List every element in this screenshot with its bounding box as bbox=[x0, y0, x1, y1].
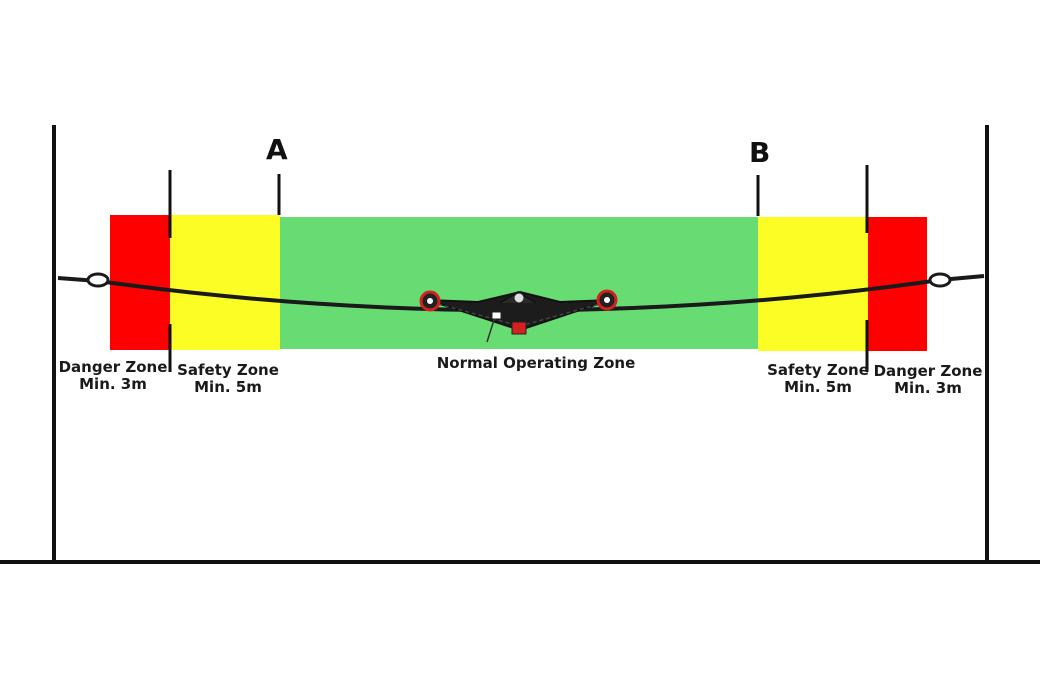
safety-zone-right-label: Safety Zone Min. 5m bbox=[764, 362, 872, 396]
cable-anchor-ring-left bbox=[86, 272, 110, 288]
danger-zone-right-min: Min. 3m bbox=[894, 379, 962, 397]
cable-anchor-ring-right bbox=[928, 272, 952, 288]
danger-zone-left-name: Danger Zone bbox=[58, 358, 168, 376]
danger-zone-left-label: Danger Zone Min. 3m bbox=[58, 359, 168, 393]
safety-zone-right-band bbox=[758, 217, 868, 351]
safety-zone-left-min: Min. 5m bbox=[194, 378, 262, 396]
marker-a: A bbox=[266, 133, 288, 166]
safety-zone-right-min: Min. 5m bbox=[784, 378, 852, 396]
danger-zone-right-name: Danger Zone bbox=[873, 362, 983, 380]
marker-b: B bbox=[749, 136, 771, 169]
safety-zone-right-name: Safety Zone bbox=[767, 361, 869, 379]
danger-zone-left-min: Min. 3m bbox=[79, 375, 147, 393]
cable-robot-icon bbox=[419, 289, 618, 343]
safety-zone-left-band bbox=[170, 215, 280, 350]
normal-operating-zone-label: Normal Operating Zone bbox=[436, 354, 636, 372]
safety-zone-left-name: Safety Zone bbox=[177, 361, 279, 379]
danger-zone-right-label: Danger Zone Min. 3m bbox=[872, 363, 984, 397]
safety-zone-left-label: Safety Zone Min. 5m bbox=[174, 362, 282, 396]
